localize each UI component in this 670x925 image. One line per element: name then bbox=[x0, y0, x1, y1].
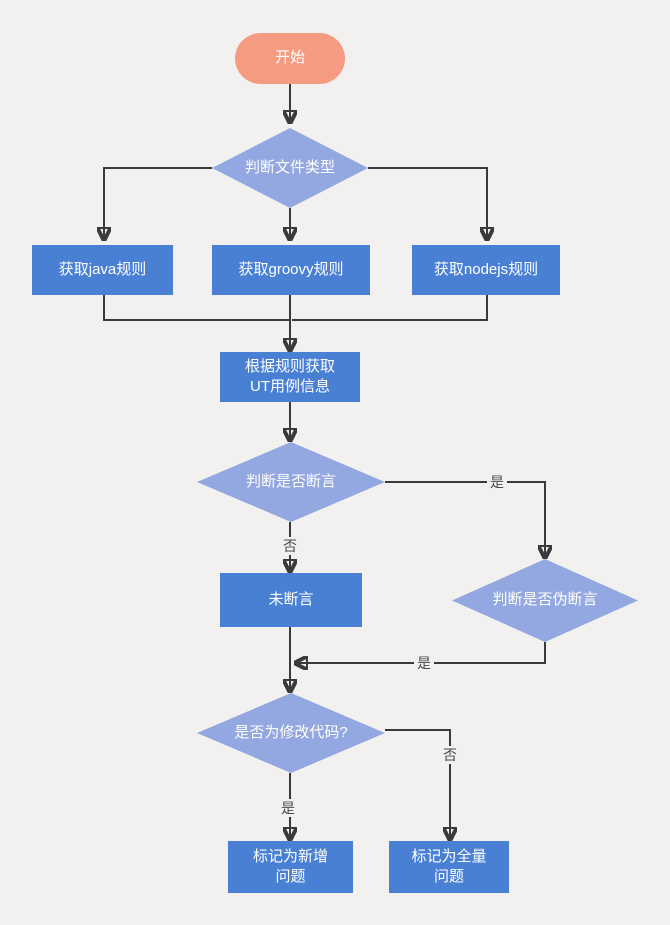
edge-modified-no bbox=[385, 729, 450, 837]
edge-label-modified-yes: 是 bbox=[278, 799, 298, 817]
process-not-asserted: 未断言 bbox=[220, 573, 362, 627]
edge-file-type-to-nodejs bbox=[368, 167, 487, 237]
process-get-java-rules: 获取java规则 bbox=[32, 245, 173, 295]
edge-nodejs-merge bbox=[292, 295, 488, 321]
process-mark-new-issue: 标记为新增 问题 bbox=[228, 841, 353, 893]
edge-check-assert-yes bbox=[385, 481, 545, 555]
process-get-ut-cases: 根据规则获取 UT用例信息 bbox=[220, 352, 360, 402]
process-mark-full-issue: 标记为全量 问题 bbox=[389, 841, 509, 893]
edge-label-modified-no: 否 bbox=[440, 746, 460, 764]
edge-label-assert-yes: 是 bbox=[487, 473, 507, 491]
start-node: 开始 bbox=[235, 33, 345, 84]
edge-fake-assert-yes bbox=[298, 642, 546, 663]
edge-label-assert-no: 否 bbox=[280, 537, 300, 555]
edge-java-merge bbox=[103, 295, 290, 321]
edge-file-type-to-java bbox=[104, 167, 212, 237]
process-get-nodejs-rules: 获取nodejs规则 bbox=[412, 245, 560, 295]
edge-label-fake-assert-yes: 是 bbox=[414, 654, 434, 672]
process-get-groovy-rules: 获取groovy规则 bbox=[212, 245, 370, 295]
